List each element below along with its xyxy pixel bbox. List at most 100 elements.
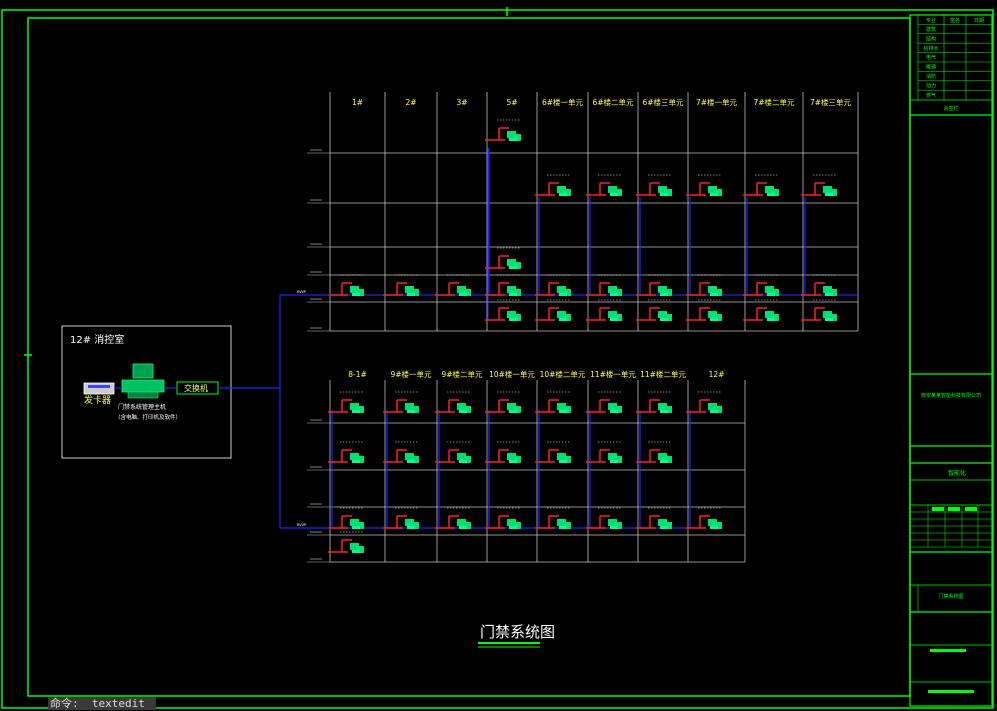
- building-label: 6#楼二单元: [592, 97, 634, 107]
- door-controller-icon: [586, 441, 622, 463]
- door-controller-icon: [636, 299, 672, 321]
- door-controller-icon: [535, 441, 571, 463]
- company-name: 西安某某智能科技有限公司: [921, 392, 981, 399]
- discipline-label: 给排水: [923, 45, 938, 52]
- door-controller-icon: [801, 299, 837, 321]
- building-label: 7#楼一单元: [696, 97, 738, 107]
- drawing-name: 门禁系统图: [938, 593, 963, 600]
- door-controller-icon: [328, 507, 364, 529]
- door-controller-icon: [485, 247, 521, 269]
- door-controller-icon: [383, 274, 419, 296]
- door-controller-icon: [686, 274, 722, 296]
- door-controller-icon: [535, 507, 571, 529]
- door-controller-icon: [435, 391, 471, 413]
- door-controller-icon: [485, 441, 521, 463]
- door-controller-icon: [535, 299, 571, 321]
- door-controller-icon: [535, 174, 571, 196]
- title-block-fill: [928, 690, 974, 693]
- door-controller-icon: [636, 507, 672, 529]
- door-controller-icon: [485, 391, 521, 413]
- building-label: 6#楼三单元: [642, 97, 684, 107]
- door-controller-icon: [743, 299, 779, 321]
- server-computer-icon: [121, 363, 165, 399]
- building-label: 8-1#: [348, 370, 367, 379]
- control-room-box: [61, 325, 232, 459]
- door-controller-icon: [686, 391, 722, 413]
- door-controller-icon: [636, 441, 672, 463]
- door-controller-icon: [586, 174, 622, 196]
- building-label: 7#楼二单元: [753, 97, 795, 107]
- discipline-label: 建筑: [926, 26, 936, 33]
- sign-table-header: 日期: [974, 18, 984, 24]
- control-room-title: 12# 消控室: [70, 333, 124, 346]
- door-controller-icon: [636, 174, 672, 196]
- sign-table-header: 专业: [926, 17, 936, 24]
- outer-frame: [1, 9, 994, 709]
- door-controller-icon: [435, 274, 471, 296]
- command-text: textedit: [91, 697, 145, 710]
- door-controller-icon: [383, 441, 419, 463]
- door-controller-icon: [328, 531, 364, 553]
- door-controller-icon: [801, 174, 837, 196]
- door-controller-icon: [686, 299, 722, 321]
- door-controller-icon: [586, 507, 622, 529]
- door-controller-icon: [435, 441, 471, 463]
- door-controller-icon: [636, 274, 672, 296]
- title-block-fill: [965, 507, 977, 511]
- door-controller-icon: [485, 507, 521, 529]
- lower-building-grid: 8-1# 9#楼一单元 9#楼二单元 10#楼一单元 10#楼二单元 11#楼一单元 11#…: [307, 369, 746, 563]
- building-label: 2#: [405, 98, 416, 107]
- door-controller-icon: [586, 274, 622, 296]
- door-controller-icon: [535, 274, 571, 296]
- building-label: 10#楼一单元: [489, 369, 535, 379]
- door-controller-icon: [636, 391, 672, 413]
- discipline-label: 结构: [926, 35, 936, 42]
- door-controller-icon: [328, 274, 364, 296]
- discipline-label: 电气: [926, 54, 936, 61]
- title-block-fill: [930, 649, 966, 652]
- discipline-label: 消防: [926, 73, 936, 80]
- inner-frame: [27, 17, 911, 697]
- door-controller-icon: [485, 274, 521, 296]
- discipline-label: 暖通: [926, 64, 936, 71]
- building-label: 9#楼一单元: [390, 369, 432, 379]
- building-label: 11#楼二单元: [640, 369, 686, 379]
- card-issuer-icon: [83, 382, 115, 395]
- door-controller-icon: [801, 274, 837, 296]
- upper-building-grid: 1# 2# 3# 5# 6#楼一单元 6#楼二单元 6#楼三单元 7#楼一单元 7#楼二单元 7#…: [307, 92, 859, 332]
- backbone-lower-tag: RVVP: [297, 523, 306, 527]
- switch-label: 交换机: [184, 383, 208, 393]
- door-controller-icon: [743, 174, 779, 196]
- door-controller-icon: [686, 174, 722, 196]
- building-label: 12#: [709, 370, 725, 379]
- project-name: 智能化: [948, 469, 966, 477]
- building-label: 3#: [456, 98, 467, 107]
- discipline-label: 动力: [926, 82, 936, 89]
- door-controller-icon: [383, 507, 419, 529]
- building-label: 5#: [506, 98, 517, 107]
- door-controller-icon: [586, 391, 622, 413]
- command-line[interactable]: 命令: textedit: [48, 697, 156, 710]
- command-prompt: 命令:: [50, 697, 79, 710]
- building-label: 10#楼二单元: [540, 369, 586, 379]
- discipline-label: 燃气: [926, 92, 936, 99]
- door-controller-icon: [435, 507, 471, 529]
- door-controller-icon: [328, 441, 364, 463]
- title-block-fill: [932, 507, 944, 511]
- door-controller-icon: [686, 507, 722, 529]
- sign-block-label: 会签栏: [943, 105, 958, 112]
- door-controller-icon: [485, 119, 521, 141]
- building-label: 6#楼一单元: [542, 97, 584, 107]
- building-label: 1#: [352, 98, 363, 107]
- building-label: 7#楼三单元: [810, 97, 852, 107]
- card-issuer-label: 发卡器: [84, 394, 111, 406]
- building-label: 9#楼二单元: [441, 369, 483, 379]
- server-sub-label: （含电脑、打印机及软件）: [115, 413, 181, 421]
- door-controller-icon: [485, 299, 521, 321]
- building-label: 11#楼一单元: [590, 369, 636, 379]
- door-controller-icon: [586, 299, 622, 321]
- sign-table-header: 签名: [950, 17, 960, 24]
- drawing-title: 门禁系统图: [480, 623, 555, 641]
- title-block: [909, 14, 993, 707]
